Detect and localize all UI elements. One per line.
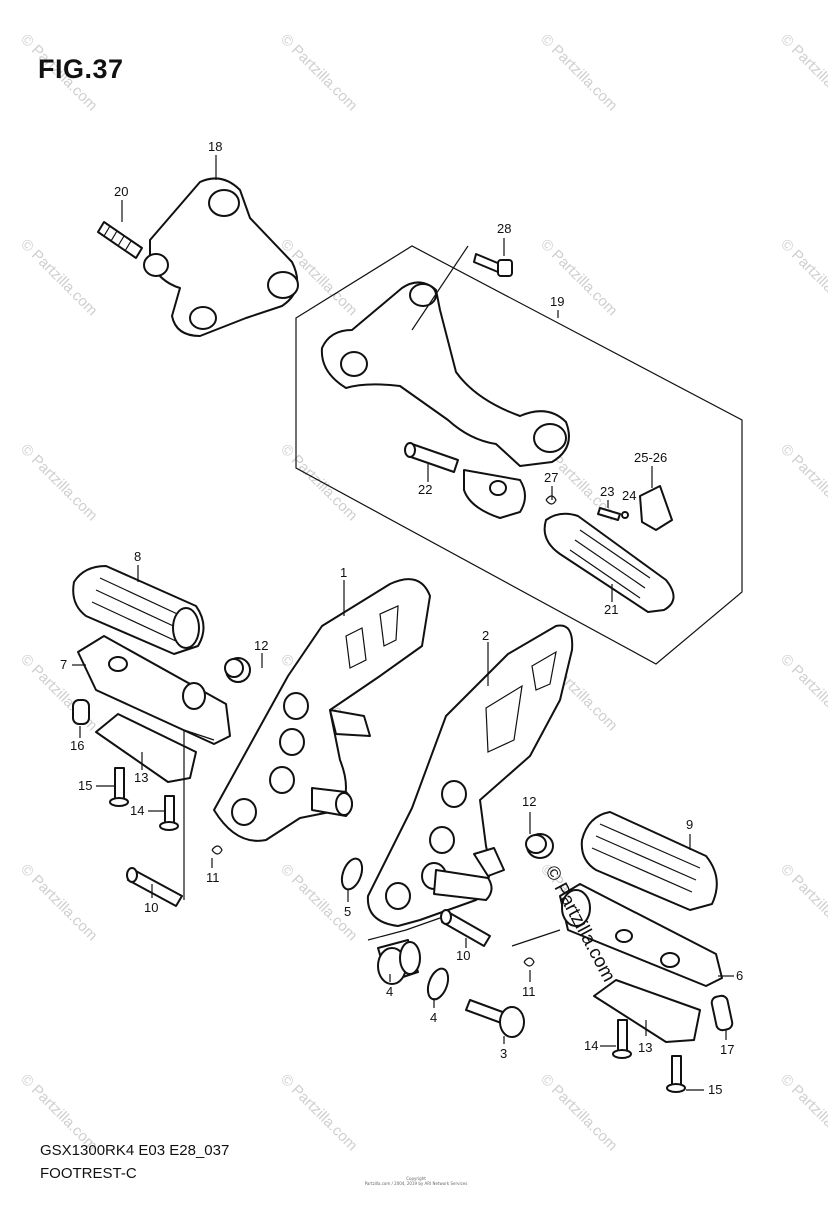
bolt-28 [473, 253, 513, 277]
pin-10-right [440, 909, 491, 947]
plate-25-26 [639, 485, 673, 531]
callout-22: 22 [418, 482, 432, 497]
callout-15-left: 15 [78, 778, 92, 793]
bolt-15-right [666, 1055, 686, 1093]
callout-20: 20 [114, 184, 128, 199]
copyright-line-2: Partzilla.com / 2004, 2019 by ARI Networ… [364, 1181, 468, 1186]
dashed-line-pin [411, 245, 469, 331]
watermark-text: © Partzilla.com [17, 236, 100, 319]
clip-11-left [211, 845, 223, 855]
bolt-14-left [159, 795, 179, 831]
callout-13-right: 13 [638, 1040, 652, 1055]
plate-13-left [95, 713, 197, 783]
callout-17: 17 [720, 1042, 734, 1057]
footrest-bracket-1 [213, 578, 431, 842]
footrest-bracket-2 [366, 624, 574, 927]
stopper-17 [710, 994, 734, 1032]
footpeg-21 [543, 512, 675, 613]
callout-3: 3 [500, 1046, 507, 1061]
callout-6: 4 [386, 984, 393, 999]
spring-12-right [525, 833, 554, 859]
washer-4 [426, 967, 450, 1001]
callout-9-left: 8 [134, 549, 141, 564]
callout-4: 4 [430, 1010, 437, 1025]
callout-28: 28 [497, 221, 511, 236]
callout-12-right: 12 [522, 794, 536, 809]
copyright-line-1: Copyright [406, 1176, 426, 1181]
clip-11-right [523, 957, 535, 967]
callout-9-right: 9 [686, 817, 693, 832]
washer-5 [340, 857, 364, 891]
callout-15-right: 15 [708, 1082, 722, 1097]
watermark-text: © Partzilla.com [537, 1071, 620, 1154]
callout-2: 2 [482, 628, 489, 643]
assembly-line-left [183, 729, 215, 900]
watermark-text: © Partzilla.com [777, 861, 828, 944]
bolt-3 [465, 999, 525, 1038]
assembly-line-1 [367, 917, 441, 941]
figure-caption: FOOTREST-C [40, 1165, 137, 1182]
model-code: GSX1300RK4 E03 E28_037 [40, 1142, 230, 1159]
pin-20 [97, 221, 143, 259]
watermark-text: © Partzilla.com [277, 31, 360, 114]
callout-25-26: 25-26 [634, 450, 667, 465]
plate-13-right [593, 979, 701, 1043]
callout-10-left: 10 [144, 900, 158, 915]
figure-title: FIG.37 [38, 54, 124, 84]
assembly-outline-19 [295, 245, 743, 665]
bolt-15-left [109, 767, 129, 807]
bolt-14-right [612, 1019, 632, 1059]
pin-10-left [126, 867, 183, 907]
callout-14-right: 14 [584, 1038, 598, 1053]
footpeg-body-7 [77, 635, 231, 745]
callout-14-left: 14 [130, 803, 144, 818]
callout-11-left: 11 [206, 870, 220, 885]
watermark-text: © Partzilla.com [777, 441, 828, 524]
bracket-19 [320, 281, 570, 467]
callout-19: 19 [550, 294, 564, 309]
bushing-6 [377, 939, 421, 985]
callout-23: 23 [600, 484, 614, 499]
callout-12-left: 12 [254, 638, 268, 653]
bracket-18 [143, 177, 299, 337]
callout-7: 7 [60, 657, 67, 672]
footpeg-body-8 [559, 883, 723, 987]
callout-10-right: 10 [456, 948, 470, 963]
spring-12-left [224, 657, 251, 683]
stopper-16 [72, 699, 90, 725]
watermark-text: © Partzilla.com [17, 441, 100, 524]
pin-22 [404, 442, 459, 473]
washer-24 [621, 511, 629, 519]
copyright-notice: Copyright Partzilla.com / 2004, 2019 by … [356, 1176, 476, 1186]
watermark-text: © Partzilla.com [277, 441, 360, 524]
callout-5: 5 [344, 904, 351, 919]
callout-8: 6 [736, 968, 743, 983]
assembly-line-2 [511, 929, 561, 947]
watermark-text: © Partzilla.com [777, 651, 828, 734]
callout-13-left: 13 [134, 770, 148, 785]
spring-pin-23 [597, 507, 621, 521]
callout-11-right: 11 [522, 984, 536, 999]
footpeg-rubber-9-right [580, 811, 718, 911]
watermark-text: © Partzilla.com [777, 31, 828, 114]
callout-16: 16 [70, 738, 84, 753]
watermark-text: © Partzilla.com [17, 861, 100, 944]
callout-27: 27 [544, 470, 558, 485]
callout-1: 1 [340, 565, 347, 580]
watermark-text: © Partzilla.com [777, 1071, 828, 1154]
watermark-text: © Partzilla.com [777, 236, 828, 319]
watermark-text: © Partzilla.com [537, 31, 620, 114]
callout-24: 24 [622, 488, 636, 503]
callout-18: 18 [208, 139, 222, 154]
footpeg-rubber-9-left [72, 565, 205, 655]
callout-21: 21 [604, 602, 618, 617]
clip-27 [545, 495, 557, 505]
watermark-text: © Partzilla.com [277, 1071, 360, 1154]
